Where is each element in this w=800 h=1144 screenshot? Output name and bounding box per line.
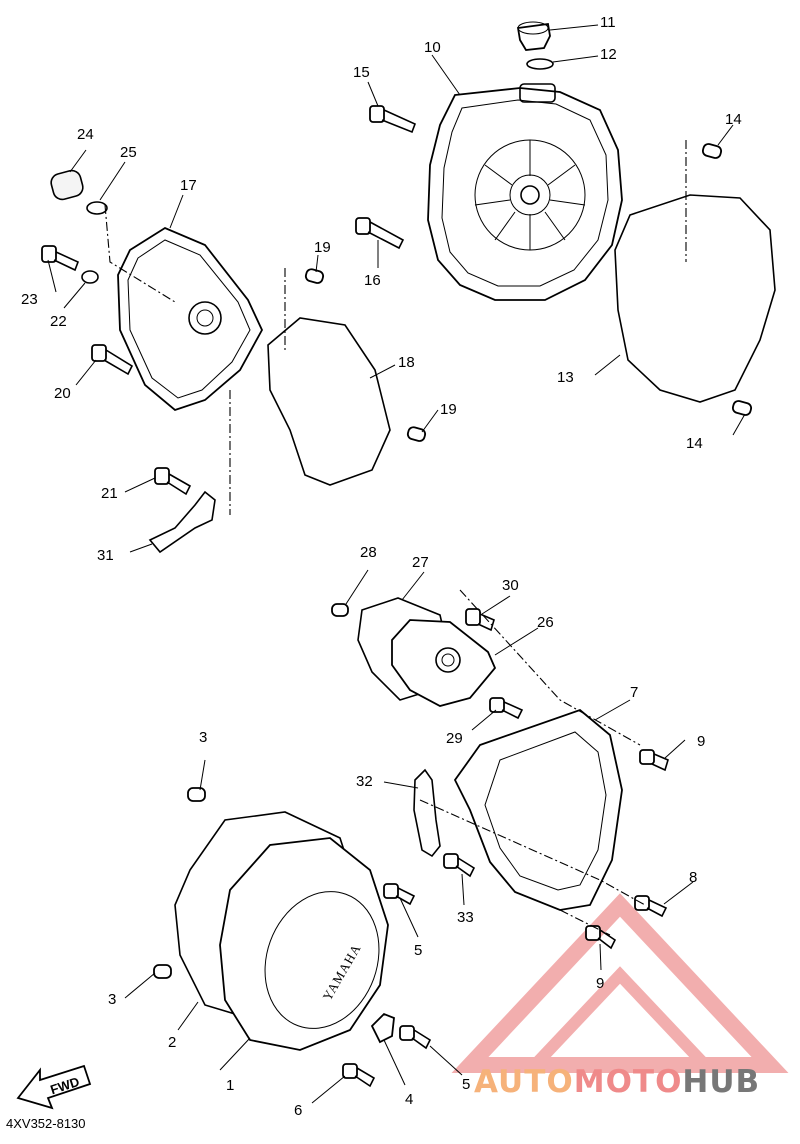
callout-30: 30 (502, 577, 519, 594)
part-16-bolt (355, 217, 405, 250)
callout-3-top: 3 (199, 729, 207, 746)
watermark-triangle (451, 893, 789, 1073)
callout-32: 32 (356, 773, 373, 790)
callout-33: 33 (457, 909, 474, 926)
callout-19-bottom: 19 (440, 401, 457, 418)
part-15-bolt (369, 105, 417, 134)
watermark-logo (451, 893, 789, 1073)
callout-27: 27 (412, 554, 429, 571)
watermark-inner-triangle (521, 966, 719, 1071)
callout-24: 24 (77, 126, 94, 143)
callout-19-top: 19 (314, 239, 331, 256)
part-29-bolt (489, 697, 524, 720)
part-9-bolt-top (639, 749, 669, 772)
callout-9-top: 9 (697, 733, 705, 750)
callout-29: 29 (446, 730, 463, 747)
part-32-gasket (413, 768, 441, 858)
part-3-dowel-bottom (153, 964, 172, 979)
callout-5-bottom: 5 (462, 1076, 470, 1093)
part-21-bolt (154, 467, 192, 496)
callout-17: 17 (180, 177, 197, 194)
part-26-cover (391, 619, 497, 707)
callout-5-top: 5 (414, 942, 422, 959)
callout-14-top: 14 (725, 111, 742, 128)
part-12-o-ring (526, 58, 554, 70)
callout-2: 2 (168, 1034, 176, 1051)
part-28-dowel (331, 603, 349, 617)
part-20-bolt (91, 344, 134, 376)
callout-16: 16 (364, 272, 381, 289)
callout-7: 7 (630, 684, 638, 701)
part-23-bolt (41, 245, 80, 272)
part-11-filler-cap (516, 21, 551, 51)
part-19-dowel-top (304, 268, 325, 284)
callout-8: 8 (689, 869, 697, 886)
watermark-moto: MOTO (574, 1064, 683, 1100)
callout-18: 18 (398, 354, 415, 371)
part-7-sprocket-cover (453, 708, 623, 911)
part-14-dowel-bottom (731, 400, 753, 416)
leader-lines (47, 24, 746, 1104)
part-25-o-ring (86, 201, 108, 215)
callout-28: 28 (360, 544, 377, 561)
watermark-auto: AUTO (474, 1064, 574, 1100)
part-4-clip (370, 1012, 395, 1044)
part-18-gasket (267, 317, 391, 486)
callout-6: 6 (294, 1102, 302, 1119)
callout-labels: 1 2 3 3 4 5 5 6 7 8 9 9 10 11 12 13 14 1… (21, 14, 742, 1119)
callout-25: 25 (120, 144, 137, 161)
callout-4: 4 (405, 1091, 413, 1108)
part-6-bolt (342, 1063, 376, 1088)
watermark-hub: HUB (682, 1064, 760, 1100)
callout-20: 20 (54, 385, 71, 402)
part-5-bolt-bottom (399, 1025, 432, 1050)
callout-31: 31 (97, 547, 114, 564)
part-8-bolt (634, 895, 668, 918)
part-3-dowel-top (187, 787, 206, 802)
part-9-bolt-bottom (585, 925, 617, 950)
callout-23: 23 (21, 291, 38, 308)
part-1-generator-cover: YAMAHA (219, 837, 389, 1051)
callout-14-bottom: 14 (686, 435, 703, 452)
part-24-plug (50, 169, 84, 201)
fwd-arrow-icon: FWD (16, 1064, 92, 1110)
callout-21: 21 (101, 485, 118, 502)
callout-3-bottom: 3 (108, 991, 116, 1008)
callout-9-bottom: 9 (596, 975, 604, 992)
part-13-gasket (614, 194, 776, 403)
callout-1: 1 (226, 1077, 234, 1094)
part-17-cover (117, 226, 264, 412)
part-14-dowel-top (701, 143, 723, 159)
part-19-dowel-bottom (406, 426, 427, 442)
part-31-bracket (148, 490, 216, 554)
callout-13: 13 (557, 369, 574, 386)
part-5-bolt-top (383, 883, 416, 906)
callout-12: 12 (600, 46, 617, 63)
callout-15: 15 (353, 64, 370, 81)
callout-10: 10 (424, 39, 441, 56)
diagram-code: 4XV352-8130 (6, 1116, 86, 1131)
svg-text:AUTOMOTOHUB: AUTOMOTOHUB (474, 1064, 760, 1100)
watermark-text: AUTOMOTOHUB (474, 1064, 760, 1100)
callout-26: 26 (537, 614, 554, 631)
callout-22: 22 (50, 313, 67, 330)
part-33-bolt (443, 853, 476, 878)
callout-11: 11 (600, 14, 616, 31)
part-10-clutch-cover (427, 83, 623, 301)
part-22-washer (81, 270, 99, 284)
